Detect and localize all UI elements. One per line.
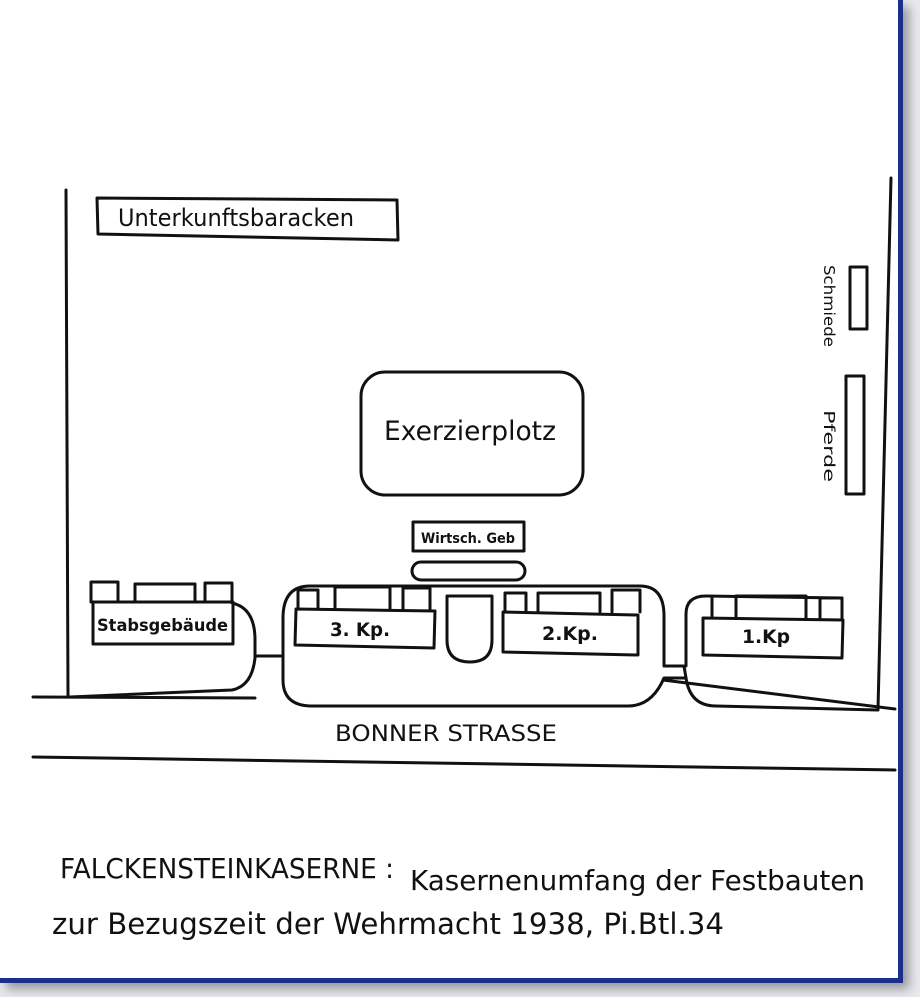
west-boundary-line [64, 188, 70, 699]
mess-building-label: Wirtsch. Geb [421, 531, 515, 547]
caption-line2: zur Bezugszeit der Wehrmacht 1938, Pi.Bt… [52, 907, 724, 941]
parade-ground-label: Exerzierplotz [384, 416, 556, 447]
smithy-building [848, 265, 869, 331]
staff-building-label: Stabsgebäude [97, 616, 228, 636]
central-hall [445, 594, 494, 664]
company-3-building [293, 607, 437, 650]
caption-line1: Kasernenumfang der Festbauten [410, 864, 865, 897]
barracks-site-plan: Unterkunftsbaracken Schmiede Pferde Exer… [31, 176, 897, 941]
east-boundary-line [876, 176, 893, 711]
staff-courtyard-wall [68, 601, 257, 699]
company-2-wing [503, 588, 642, 614]
staff-building [91, 600, 235, 646]
staff-building-wing [89, 580, 234, 604]
horses-label: Pferde [820, 410, 838, 482]
company-1-courtyard-wall [684, 594, 880, 712]
caption-title: FALCKENSTEINKASERNE : [60, 852, 394, 885]
scan-frame [0, 0, 903, 983]
street-label: BONNER STRASSE [335, 722, 557, 747]
company-3-wing [296, 585, 432, 611]
company-3-label: 3. Kp. [330, 619, 390, 641]
parade-ground [359, 370, 585, 497]
smithy-label: Schmiede [820, 265, 838, 347]
company-1-wing [710, 594, 844, 620]
central-courtyard-wall [281, 584, 688, 708]
company-1-building [701, 616, 845, 660]
stables-building [844, 374, 866, 496]
company-2-label: 2.Kp. [542, 623, 598, 645]
mess-annex [410, 560, 527, 582]
street-south-edge [31, 755, 897, 772]
barracks-label: Unterkunftsbaracken [118, 204, 354, 232]
mess-building [411, 520, 526, 553]
barracks-building [95, 196, 400, 242]
company-1-label: 1.Kp [742, 626, 790, 648]
company-2-building [501, 610, 640, 657]
